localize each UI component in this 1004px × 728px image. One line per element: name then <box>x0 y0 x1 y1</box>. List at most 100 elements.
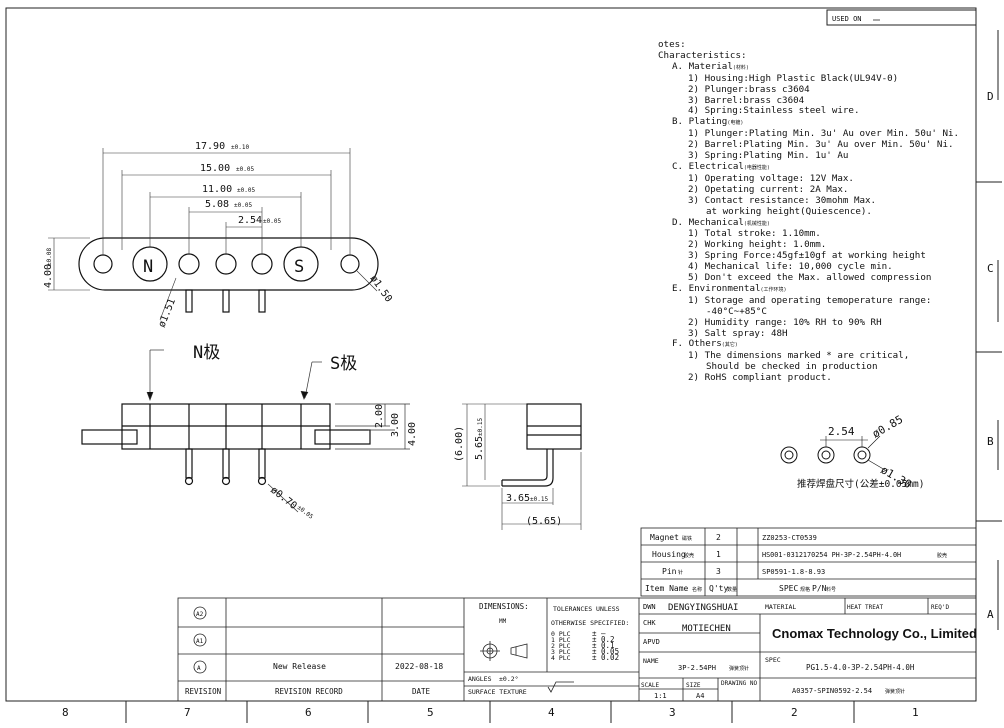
tol-val-1: ± 0.2 <box>592 635 615 644</box>
apvd-label: APVD <box>643 638 660 646</box>
scale-value: 1:1 <box>654 692 667 700</box>
notes-item-continuation: at working height(Quiescence). <box>706 205 872 217</box>
tol-plc-2: 2 PLC <box>551 642 571 650</box>
tol-plc-1: 1 PLC <box>551 636 571 644</box>
notes-section-title: C. Electrical(电器性能) <box>658 161 998 174</box>
housing-outline <box>78 237 379 291</box>
section-title-tag: (材料) <box>732 64 749 71</box>
rev-marker-a1: A1 <box>196 638 204 645</box>
notes-item: 2) Barrel:Plating Min. 3u' Au over Min. … <box>688 139 954 151</box>
flange-left <box>81 429 138 445</box>
rev-marker-a: A <box>197 665 201 672</box>
side-pin-outer <box>502 449 554 487</box>
dim-4-00-tol: ±0.08 <box>46 248 53 266</box>
bom-head-pn: P/N <box>812 584 827 593</box>
dim-4-00-height: 4.00 <box>407 422 418 446</box>
rev-record: New Release <box>273 662 326 671</box>
notes-item: 5) Don't exceed the Max. allowed compres… <box>688 272 932 284</box>
dwn-name: DENGYINGSHUAI <box>668 603 738 613</box>
tol-plc-3: 3 PLC <box>551 648 571 656</box>
bom-head-pn-tag: 料号 <box>826 586 836 593</box>
bom-head-item: Item Name <box>645 584 689 593</box>
bom-row-3-qty: 3 <box>716 567 721 576</box>
used-on-label: USED ON <box>832 15 862 23</box>
bom-row-2-spec-tag: 胶壳 <box>937 552 947 559</box>
heat-treat-label: HEAT TREAT <box>847 604 884 611</box>
title-block-text: A2 A1 A New Release 2022-08-18 REVISION … <box>185 602 977 700</box>
company-name: Cnomax Technology Co., Limited <box>772 626 977 641</box>
bom-row-2-tag: 胶壳 <box>684 552 694 559</box>
dim-5-08-tol: ±0.05 <box>234 202 252 209</box>
pin-diameter: ø0.70 <box>268 485 298 512</box>
pad-dims: 2.54 ø0.85 ø1.30 推荐焊盘尺寸(公差±0.05mm) <box>797 413 924 491</box>
notes-item: 2) Humidity range: 10% RH to 90% RH <box>688 316 882 328</box>
notes-item: 3) Spring Force:45gf±10gf at working hei… <box>688 250 926 262</box>
section-title-tag: (电镀) <box>727 120 744 127</box>
dim-17-90-tol: ±0.10 <box>231 144 249 151</box>
notes-item: 3) Barrel:brass c3604 <box>688 94 805 106</box>
section-title-text: B. Plating <box>672 116 728 128</box>
pad-pitch: 2.54 <box>828 425 855 438</box>
bom-text: Magnet 磁铁 2 ZZ0253-CT0539 Housing 胶壳 1 H… <box>645 533 947 593</box>
notes-item: 2) Working height: 1.0mm. <box>688 239 827 251</box>
dim-11-00: 11.00 <box>202 184 232 195</box>
notes-item: 2) Opetating current: 2A Max. <box>688 183 849 195</box>
pin-hole-2 <box>215 253 237 275</box>
dim-5-65-h: (5.65) <box>526 516 562 527</box>
tol-val-2: ± 0.1 <box>592 641 615 650</box>
chk-name: MOTIECHEN <box>682 624 731 634</box>
mount-hole-right <box>340 254 360 274</box>
scale-label: SCALE <box>641 682 659 689</box>
section-title-text: E. Environmental <box>672 282 761 294</box>
part-name-tag: 弹簧顶针 <box>729 665 749 672</box>
dim-2-00: 2.00 <box>374 404 385 428</box>
spec-value: PG1.5-4.0-3P-2.54PH-4.0H <box>806 663 915 672</box>
part-name: 3P-2.54PH <box>678 664 716 672</box>
section-title-tag: (工作环境) <box>760 286 787 293</box>
section-title-text: D. Mechanical <box>672 216 744 228</box>
bom-head-item-tag: 名称 <box>692 586 702 593</box>
notes-section-title: B. Plating(电镀) <box>658 116 998 129</box>
magnet-n-label: N <box>143 257 153 277</box>
pin-hole-1 <box>178 253 200 275</box>
bom-row-1-tag: 磁铁 <box>682 535 692 542</box>
dim-5-65-v: 5.65 <box>474 436 485 460</box>
bom-head-spec: SPEC <box>779 584 798 593</box>
col-date: DATE <box>412 687 431 696</box>
surface-label: SURFACE TEXTURE <box>468 688 527 696</box>
zone-d: D <box>987 90 994 103</box>
bom-row-3-label: Pin <box>662 567 677 576</box>
notes-item-continuation: Should be checked in production <box>706 361 878 373</box>
dim-3-65-tol: ±0.15 <box>530 496 548 503</box>
tol-dimensions: DIMENSIONS: <box>479 602 529 611</box>
dim-11-00-tol: ±0.05 <box>237 187 255 194</box>
tol-val-3: ± 0.05 <box>592 647 619 656</box>
angles-value: ±0.2° <box>499 675 519 683</box>
notes-subheading: Characteristics: <box>658 49 747 61</box>
notes-item: 3) Spring:Plating Min. 1u' Au <box>688 150 849 162</box>
zone-3: 3 <box>669 706 676 719</box>
notes-section-title: F. Others(其它) <box>658 339 998 351</box>
dim-3-65: 3.65 <box>506 493 530 504</box>
notes-item: 1) Plunger:Plating Min. 3u' Au over Min.… <box>688 128 960 140</box>
border-labels: 8 7 6 5 4 3 2 1 D C B A USED ON <box>62 15 994 719</box>
chk-label: CHK <box>643 619 656 627</box>
bom-head-qty: Q'ty <box>709 584 728 593</box>
bom-row-3-tag: 针 <box>678 569 683 576</box>
bom-row-2-label: Housing <box>652 550 686 559</box>
notes-item: 1) Total stroke: 1.10mm. <box>688 228 821 240</box>
dim-4-00: 4.00 <box>43 264 54 288</box>
notes-item: 4) Mechanical life: 10,000 cycle min. <box>688 261 893 273</box>
dwn-label: DWN <box>643 603 656 611</box>
bom-table <box>640 527 977 597</box>
bom-row-2-qty: 1 <box>716 550 721 559</box>
notes-item: 1) Storage and operating temoperature ra… <box>688 294 932 306</box>
pad-layout <box>780 435 886 471</box>
magnet-s-label: S <box>294 257 304 277</box>
pin-leg-3 <box>258 289 266 313</box>
pin-tail-2 <box>222 448 230 479</box>
side-view <box>501 403 582 487</box>
hole-left-dia: ø1.51 <box>157 297 178 329</box>
dim-3-00: 3.00 <box>390 413 401 437</box>
